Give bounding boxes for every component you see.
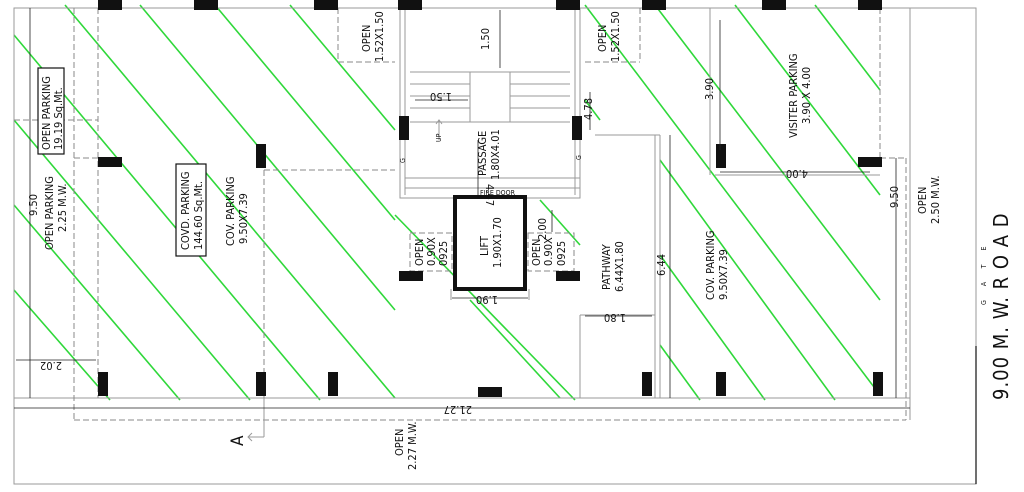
label-pathway-dim: 6.44X1.80 <box>613 241 626 292</box>
label-open-parking-19: OPEN PARKING <box>40 76 53 150</box>
dim-1-80: 1.80 <box>604 311 626 324</box>
label-visitor-parking: VISITER PARKING <box>787 53 800 138</box>
label-open-top-left: OPEN <box>360 25 373 52</box>
dim-2-02: 2.02 <box>40 359 62 372</box>
dim-9-50-left: 9.50 <box>27 194 40 216</box>
label-open-parking-19-area: 19.19 Sq.Mt. <box>52 87 65 150</box>
section-marker <box>247 398 265 442</box>
label-cov-parking-right: COV. PARKING <box>704 230 717 300</box>
open-parking-area-box <box>37 67 65 155</box>
label-open-lift-left: OPEN <box>413 239 426 266</box>
label-visitor-parking-dim: 3.90 X 4.00 <box>800 67 813 124</box>
dim-9-50-right: 9.50 <box>888 186 901 208</box>
dim-1-50-stair: 1.50 <box>430 90 452 103</box>
label-g-left: G <box>399 158 407 163</box>
label-open-right: OPEN <box>916 187 929 214</box>
label-open-bottom-mw: 2.27 M.W. <box>406 421 419 470</box>
label-pathway: PATHWAY <box>600 243 613 290</box>
label-g-right: G <box>575 155 583 160</box>
label-gate: GATE <box>980 233 988 305</box>
label-cov-parking-right-dim: 9.50X7.39 <box>717 249 730 300</box>
label-covd-parking: COVD. PARKING <box>179 171 192 250</box>
lift-shaft <box>409 195 575 300</box>
parking-hatch <box>13 4 881 401</box>
label-fire-door: FIRE DOOR <box>480 189 516 197</box>
label-open-top-right-dim: 1.52X1.50 <box>609 11 622 62</box>
label-road: 9.00 M. W. R O A D <box>989 212 1013 400</box>
label-up: UP <box>435 133 443 142</box>
dim-2-00: 2.00 <box>536 218 549 240</box>
label-cov-parking-left-dim: 9.50X7.39 <box>237 193 250 244</box>
label-open-lift-right-dim1: 0.90X <box>542 237 555 266</box>
label-open-lift-left-dim2: 0925 <box>437 241 450 266</box>
dim-1-90: 1.90 <box>476 293 498 306</box>
label-passage: PASSAGE <box>476 131 489 176</box>
covd-parking-area-box <box>175 163 207 257</box>
label-open-parking-left: OPEN PARKING <box>43 176 56 250</box>
label-covd-parking-area: 144.60 Sq.Mt. <box>192 181 205 250</box>
dim-21-27: 21.27 <box>444 403 472 416</box>
dim-3-90: 3.90 <box>703 78 716 100</box>
label-lift: LIFT <box>478 235 491 256</box>
dim-1-50-top: 1.50 <box>479 28 492 50</box>
stair-core <box>399 7 591 199</box>
dim-4-47: 4.47 <box>483 184 496 206</box>
label-cov-parking-left: COV. PARKING <box>224 176 237 246</box>
label-passage-dim: 1.80X4.01 <box>489 129 502 180</box>
columns <box>98 0 883 397</box>
label-open-lift-right-dim2: 0925 <box>555 241 568 266</box>
dim-4-00: 4.00 <box>786 167 808 180</box>
label-section-a: A <box>228 435 248 446</box>
label-open-bottom: OPEN <box>393 429 406 456</box>
label-open-lift-left-dim1: 0.90X <box>425 237 438 266</box>
label-open-right-mw: 2.50 M.W. <box>929 175 942 224</box>
label-open-top-left-dim: 1.52X1.50 <box>373 11 386 62</box>
label-open-top-right: OPEN <box>596 25 609 52</box>
label-lift-dim: 1.90X1.70 <box>491 217 504 268</box>
label-open-parking-left-mw: 2.25 M.W. <box>56 183 69 232</box>
dim-6-44: 6.44 <box>655 254 668 276</box>
label-open-lift-right: OPEN <box>530 239 543 266</box>
dim-4-78: 4.78 <box>582 98 595 120</box>
